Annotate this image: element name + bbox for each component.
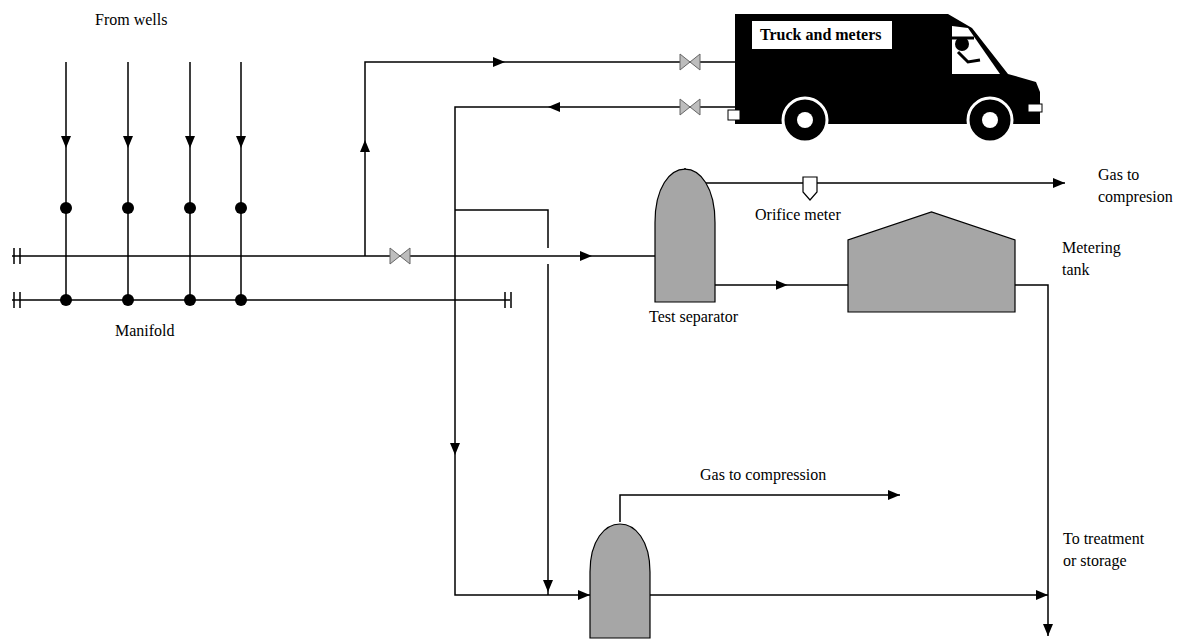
test-separator-outline [655,165,715,302]
metering-tank: Metering tank [848,212,1015,312]
arrowhead [578,590,590,600]
test-separator: Test separator [655,165,715,302]
junction-dots [60,202,247,306]
arrowhead [236,136,246,148]
valve-symbol [390,54,700,264]
flow-label: To treatment or storage [1063,528,1159,572]
truck-return-line [455,107,735,595]
arrowhead [185,136,195,148]
flow-label: From wells [95,9,167,31]
arrowhead [61,136,71,148]
well-lines [66,62,241,300]
orifice-meter-symbol [803,177,817,200]
flow-label: Gas to compresion [1098,164,1178,208]
arrowhead [123,136,133,148]
truck-illustration [728,14,1042,142]
arrowhead [888,490,900,500]
flow-label: Orifice meter [755,204,841,226]
gas-line [620,495,900,522]
shape-label: Test separator [649,306,738,328]
oil-out-line [1015,285,1048,636]
arrowhead [1036,590,1048,600]
arrowhead [543,580,553,592]
arrowhead [360,140,370,152]
gas-line [685,168,1065,183]
arrowhead [493,57,505,67]
pipe-lines [12,62,1065,636]
header-cap [14,292,511,308]
arrowhead [1043,624,1053,636]
liquid-line [650,594,1048,596]
truck-meter-box: Truck and meters [750,19,894,51]
arrowhead [548,102,560,112]
metering-tank-outline [848,212,1015,312]
liquid-connector [715,284,848,286]
arrowhead [450,443,460,455]
test-header [12,255,655,257]
header-cap [14,248,20,264]
arrowhead [1053,178,1065,188]
shape-label: Metering tank [1062,237,1136,281]
production-separator [590,524,650,638]
production-header [12,299,510,301]
flow-label: Manifold [115,320,175,342]
arrowheads [61,57,1065,636]
flow-label: Gas to compression [700,464,826,486]
arrowhead [580,251,592,261]
bypass-line [455,210,548,595]
box-text: Truck and meters [760,24,884,46]
